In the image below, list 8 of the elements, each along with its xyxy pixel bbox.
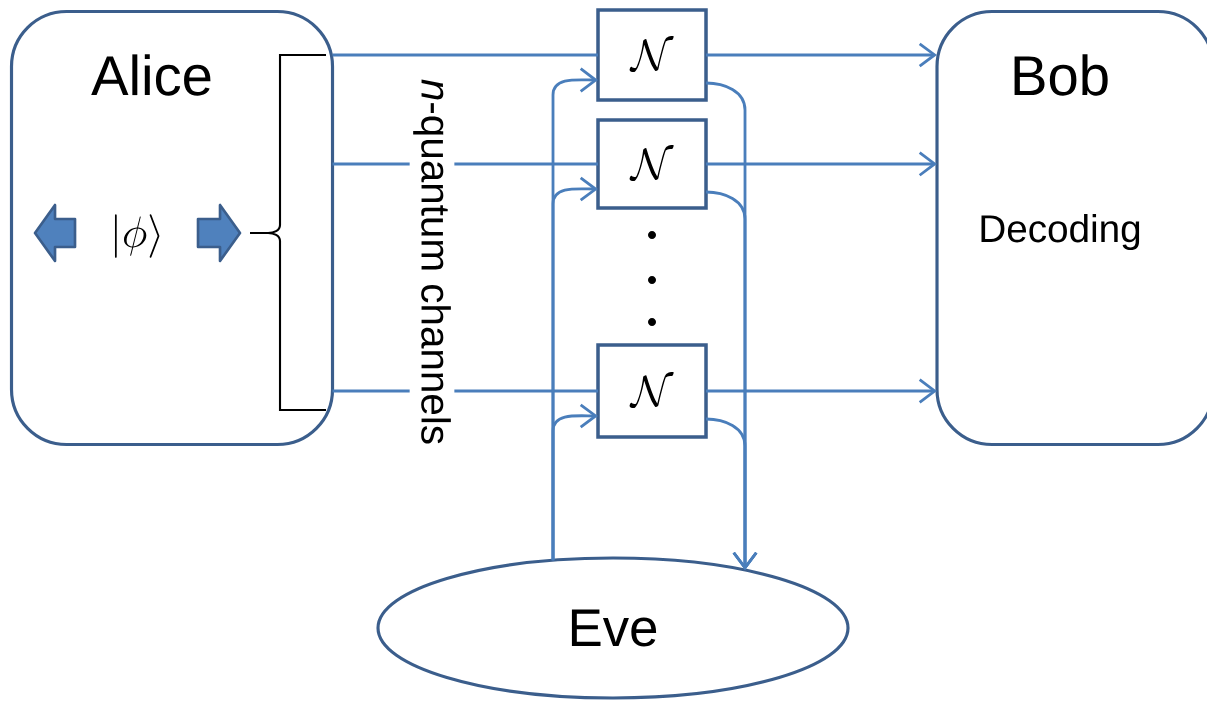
vertical-label: n-quantum channels [409, 75, 455, 449]
channel-box: $\mathcal{N}$ [596, 118, 708, 210]
channel-box: $\mathcal{N}$ [596, 8, 708, 102]
party-name: Bob [1014, 54, 1108, 96]
party-name: Alice [91, 54, 211, 96]
process-label: Decoding [981, 213, 1140, 250]
channel-box: $\mathcal{N}$ [596, 343, 708, 439]
state-formula: $\left|\phi\right\rangle$ [115, 214, 160, 258]
